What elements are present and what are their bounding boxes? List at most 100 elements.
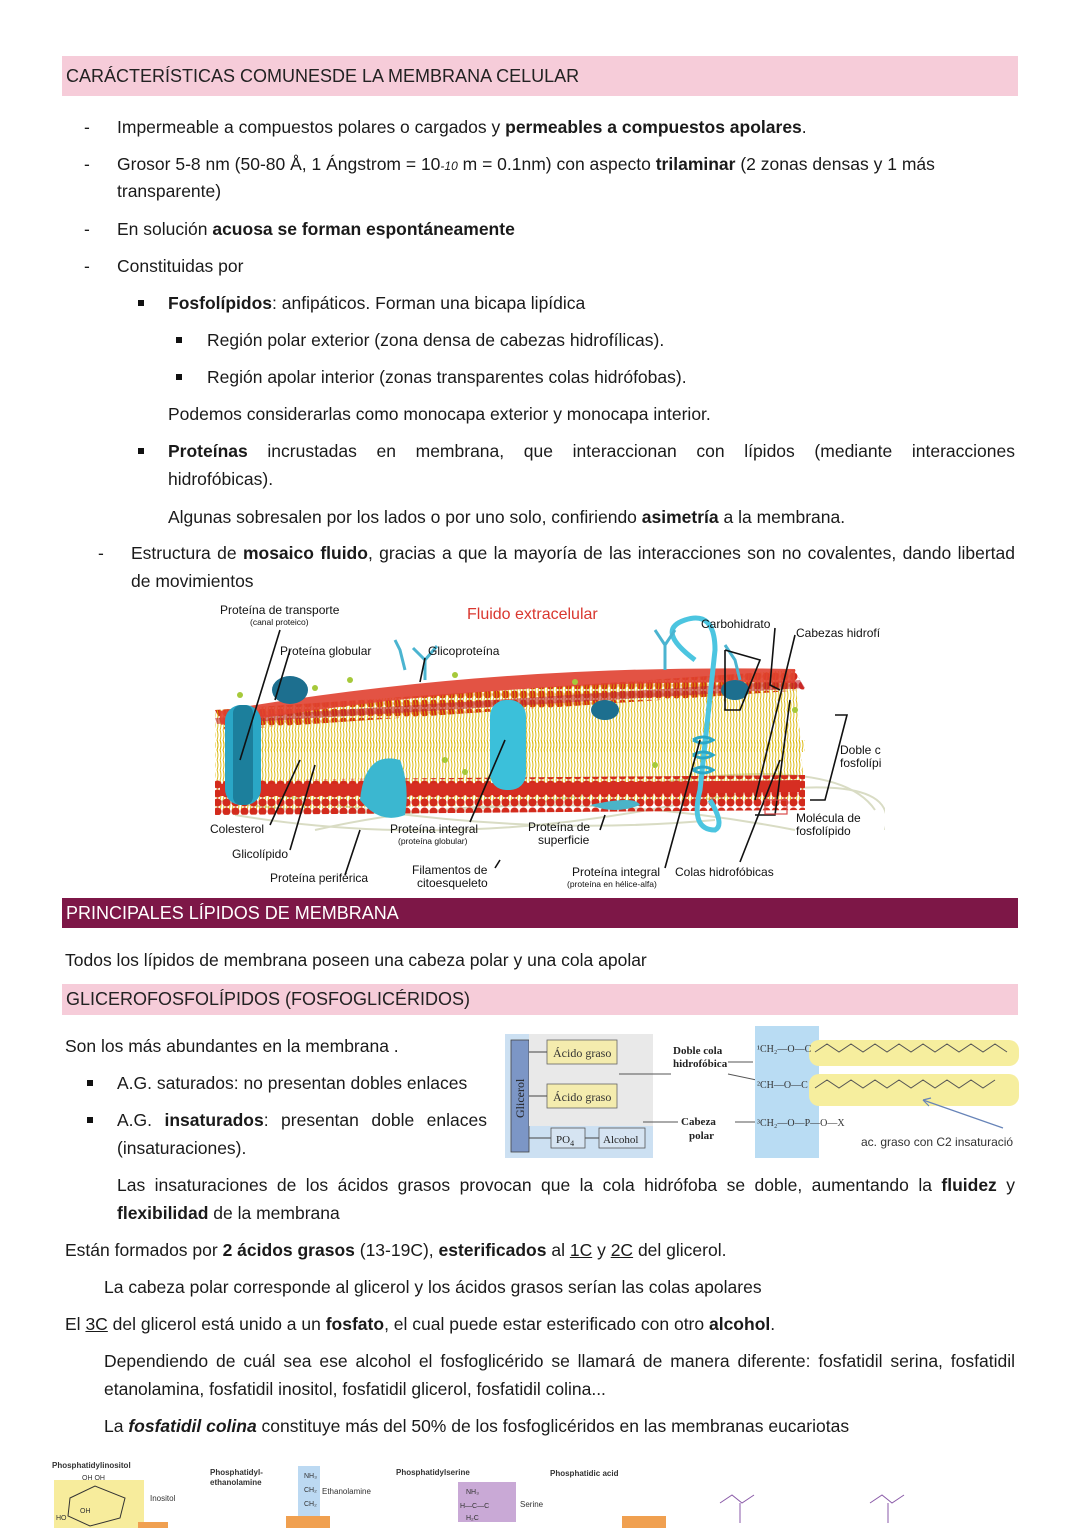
- label-transport: Proteína de transporte: [220, 603, 340, 617]
- glycerophospholipid-diagram: Glicerol Ácido graso Ácido graso PO4 Alc…: [505, 1026, 1019, 1158]
- glicerol-label: Glicerol: [513, 1078, 527, 1118]
- helix-protein: [669, 615, 722, 833]
- bold-text: Fosfolípidos: [168, 293, 273, 313]
- dash-bullet: -: [84, 256, 90, 276]
- svg-text:HO: HO: [56, 1515, 67, 1522]
- text-formados: Están formados por 2 ácidos grasos (13-1…: [65, 1237, 726, 1264]
- bold-italic-text: fosfatidil colina: [128, 1416, 257, 1436]
- bullet-mosaico: Estructura de mosaico fluido, gracias a …: [131, 540, 1015, 567]
- text: : anfipáticos. Forman una bicapa lipídic…: [272, 293, 586, 313]
- square-bullet-icon: [138, 300, 144, 306]
- text: a la membrana.: [718, 507, 846, 527]
- label-superficie: Proteína de: [528, 820, 590, 834]
- doble-cola-label2: hidrofóbica: [673, 1058, 728, 1070]
- bold-text: asimetría: [641, 507, 719, 527]
- text: 4: [570, 1139, 574, 1148]
- proteins: [225, 676, 749, 818]
- bold-text: esterificados: [438, 1240, 547, 1260]
- bold-text: permeables a compuestos apolares: [505, 117, 802, 137]
- text: incrustadas en membrana, que interaccion…: [247, 441, 1015, 461]
- c1-label: ¹CH₂—O—C: [757, 1044, 812, 1055]
- cabeza-label2: polar: [689, 1130, 714, 1142]
- text: de la membrana: [208, 1203, 340, 1223]
- text: El: [65, 1314, 86, 1334]
- text: .: [801, 117, 807, 137]
- c2-label: ²CH—O—C: [757, 1080, 808, 1091]
- section-header-caracteristicas: CARÁCTERÍSTICAS COMUNES DE LA MEMBRANA C…: [62, 56, 1018, 96]
- text-abundantes: Son los más abundantes en la membrana .: [65, 1036, 399, 1056]
- text-asimetria: Algunas sobresalen por los lados o por u…: [168, 504, 845, 531]
- label-doble: Doble c: [840, 743, 881, 757]
- text: Grosor 5-8 nm (50-80 Å, 1 Ángstrom = 10: [117, 154, 441, 174]
- text-intro-lipidos: Todos los lípidos de membrana poseen una…: [65, 950, 647, 970]
- svg-text:H₂C: H₂C: [466, 1515, 479, 1522]
- item-insaturados: A.G. insaturados: presentan doble enlace…: [117, 1107, 487, 1134]
- acido-graso-1: Ácido graso: [553, 1046, 611, 1060]
- bold-text: alcohol: [708, 1314, 771, 1334]
- label-doble2: fosfolípi: [840, 756, 881, 770]
- item-insaturados-line2: (insaturaciones).: [117, 1138, 247, 1158]
- bold-text: Proteínas: [168, 441, 248, 461]
- phospholipid-structures-strip: Phosphatidylinositol OH OH OH HO Inosito…: [52, 1461, 905, 1528]
- bullet-grosor: Grosor 5-8 nm (50-80 Å, 1 Ángstrom = 10-…: [117, 151, 1015, 180]
- text-cabeza-polar: La cabeza polar corresponde al glicerol …: [104, 1277, 762, 1297]
- label-filamentos2: citoesqueleto: [417, 876, 488, 890]
- underlined-text: 1C: [569, 1240, 593, 1260]
- label-pe: Phosphatidyl-: [210, 1468, 263, 1477]
- text: y: [592, 1240, 611, 1260]
- svg-text:OH: OH: [80, 1508, 91, 1515]
- text: m = 0.1nm) con aspecto: [457, 154, 656, 174]
- text: Estructura de: [131, 543, 243, 563]
- text: (2 zonas densas y 1 más: [735, 154, 935, 174]
- underlined-text: 3C: [85, 1314, 108, 1334]
- bold-text: fluidez: [941, 1175, 997, 1195]
- bullet-mosaico-line2: de movimientos: [131, 571, 254, 591]
- item-region-polar: Región polar exterior (zona densa de cab…: [207, 330, 665, 350]
- label-serine: Serine: [520, 1500, 544, 1509]
- section-title-bold: CARÁCTERÍSTICAS COMUNES: [66, 65, 333, 86]
- cabeza-label: Cabeza: [681, 1116, 716, 1128]
- text: del glicerol.: [633, 1240, 727, 1260]
- text: PO: [556, 1134, 570, 1146]
- label-transport-sub: (canal proteico): [250, 617, 309, 627]
- label-ps: Phosphatidylserine: [396, 1468, 470, 1477]
- dash-bullet: -: [98, 543, 104, 563]
- svg-text:NH₃: NH₃: [466, 1489, 479, 1496]
- text: : presentan doble enlaces: [263, 1110, 487, 1130]
- text-3c-fosfato: El 3C del glicerol está unido a un fosfa…: [65, 1311, 775, 1338]
- text: constituye más del 50% de los fosfoglicé…: [256, 1416, 850, 1436]
- text: Algunas sobresalen por los lados o por u…: [168, 507, 642, 527]
- text: del glicerol está unido a un: [107, 1314, 326, 1334]
- text-fosfatidil-colina: La fosfatidil colina constituye más del …: [104, 1413, 849, 1440]
- label-ethanolamine: Ethanolamine: [322, 1487, 371, 1496]
- bold-text: 2 ácidos grasos: [222, 1240, 355, 1260]
- dash-bullet: -: [84, 117, 90, 137]
- doble-cola-label: Doble cola: [673, 1045, 723, 1057]
- label-periferica: Proteína periférica: [270, 871, 368, 885]
- text: Impermeable a compuestos polares o carga…: [117, 117, 506, 137]
- text: .: [770, 1314, 776, 1334]
- bullet-acuosa: En solución acuosa se forman espontáneam…: [117, 216, 515, 243]
- section-header-lipidos: PRINCIPALES LÍPIDOS DE MEMBRANA: [62, 898, 1018, 928]
- label-inositol: Inositol: [150, 1494, 176, 1503]
- label-globular: Proteína globular: [280, 644, 371, 658]
- alcohol-label: Alcohol: [603, 1134, 638, 1146]
- text: A.G.: [117, 1110, 165, 1130]
- label-glicoproteina: Glicoproteína: [428, 644, 500, 658]
- svg-text:CH₂: CH₂: [304, 1501, 317, 1508]
- bold-text: flexibilidad: [117, 1203, 209, 1223]
- square-bullet-icon: [138, 448, 144, 454]
- dash-bullet: -: [84, 154, 90, 174]
- item-saturados: A.G. saturados: no presentan dobles enla…: [117, 1073, 468, 1093]
- c3-label: ³CH₂—O—P—O—X: [757, 1118, 845, 1129]
- glycolipid-dots: [237, 672, 798, 775]
- dash-bullet: -: [84, 219, 90, 239]
- label-superficie2: superficie: [538, 833, 590, 847]
- label-glicolipido: Glicolípido: [232, 847, 288, 861]
- item-proteinas-line2: hidrofóbicas).: [168, 469, 274, 489]
- label-fluido: Fluido extracelular: [467, 606, 598, 623]
- text-dependiendo: Dependiendo de cuál sea ese alcohol el f…: [104, 1351, 1015, 1371]
- bold-text: fosfato: [325, 1314, 385, 1334]
- label-colesterol: Colesterol: [210, 822, 264, 836]
- label-integral2: Proteína integral: [572, 865, 660, 879]
